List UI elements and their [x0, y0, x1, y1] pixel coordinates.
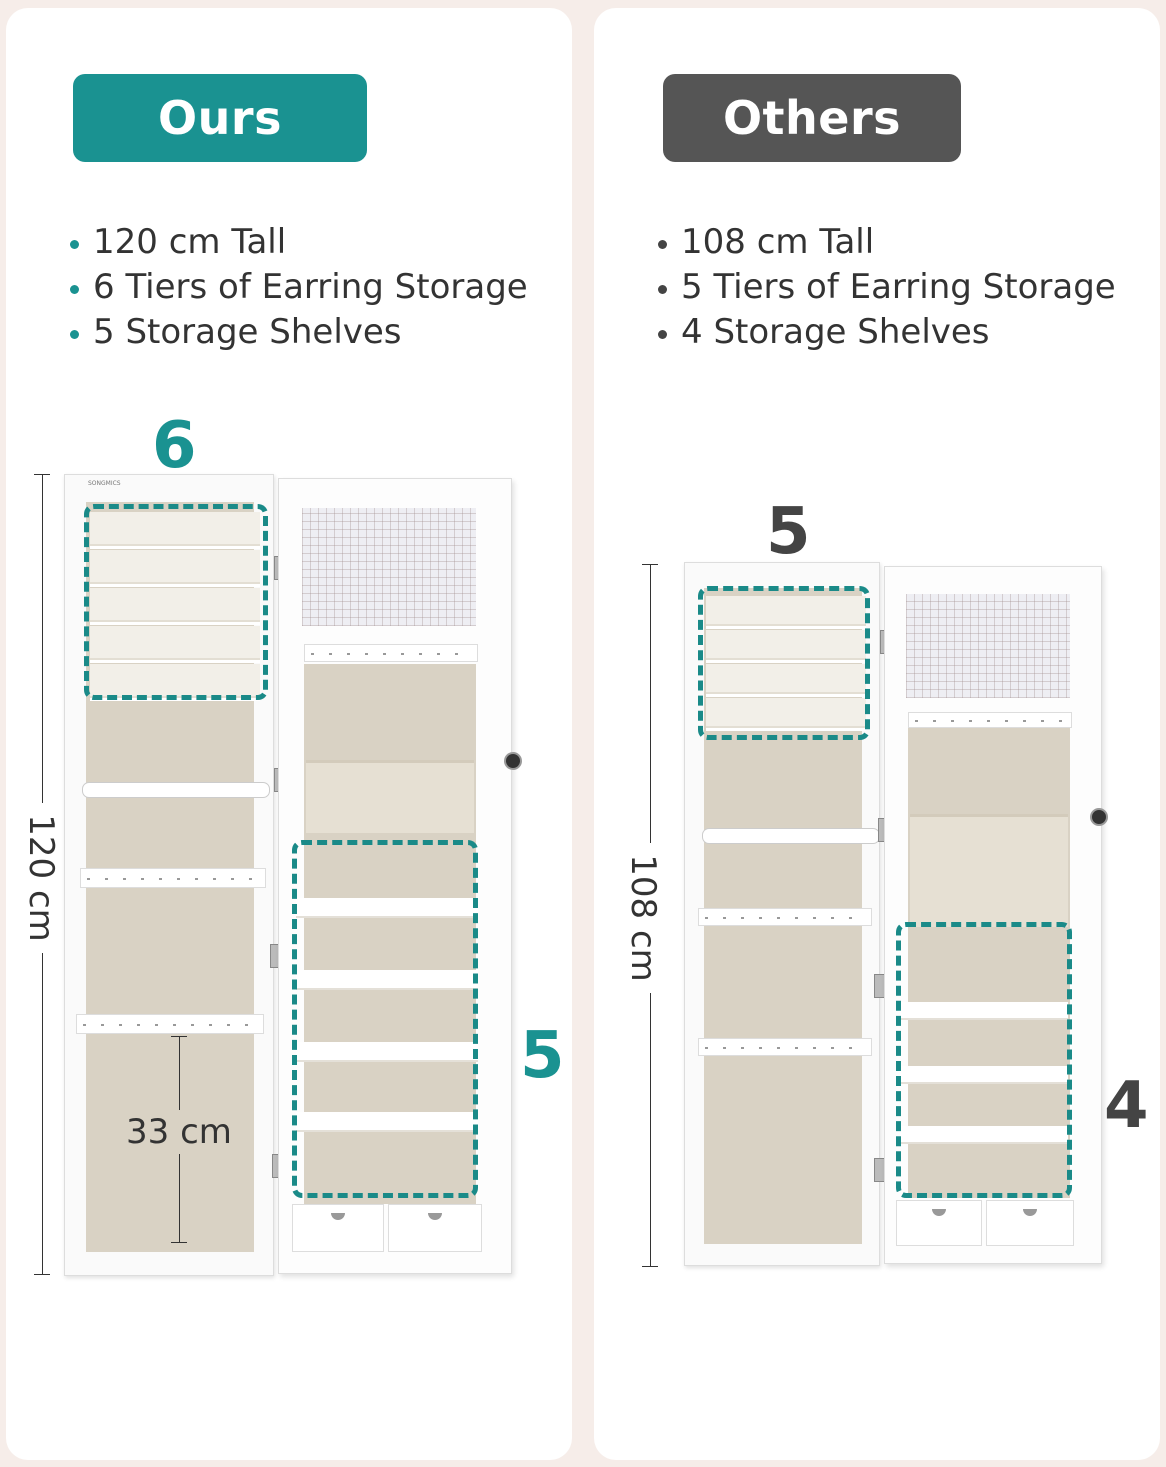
earring-tier — [90, 512, 260, 549]
hook-bar — [908, 712, 1072, 728]
drawer — [292, 1204, 384, 1252]
dimension-cap-bottom — [642, 1266, 658, 1267]
hook-bar — [80, 868, 266, 888]
brand-logo: SONGMICS — [88, 480, 121, 487]
list-item: 5 Storage Shelves — [70, 310, 528, 355]
ours-label-badge: Ours — [73, 74, 367, 162]
ours-shelf-count: 5 — [520, 1019, 565, 1093]
lock-icon — [1090, 808, 1108, 826]
ours-shelf-highlight — [292, 840, 478, 1198]
ours-label: Ours — [158, 91, 282, 145]
feature-text: 4 Storage Shelves — [681, 312, 990, 352]
feature-text: 5 Storage Shelves — [93, 312, 402, 352]
earring-tier — [706, 664, 866, 697]
earring-tier — [90, 550, 260, 587]
feature-text: 5 Tiers of Earring Storage — [681, 267, 1116, 307]
bullet-icon — [70, 285, 79, 294]
lock-icon — [504, 752, 522, 770]
led-panel — [302, 508, 476, 626]
hook-bar — [698, 1038, 872, 1056]
drawer — [388, 1204, 482, 1252]
feature-text: 6 Tiers of Earring Storage — [93, 267, 528, 307]
list-item: 4 Storage Shelves — [658, 310, 1116, 355]
hook-bar — [76, 1014, 264, 1034]
others-panel: Others 108 cm Tall 5 Tiers of Earring St… — [594, 8, 1160, 1460]
bullet-icon — [658, 330, 667, 339]
led-panel — [906, 594, 1070, 698]
others-shelf-highlight — [896, 922, 1072, 1198]
drawer — [986, 1200, 1074, 1246]
others-earring-tier-count: 5 — [766, 495, 811, 569]
necklace-rod — [702, 828, 880, 844]
storage-shelf — [296, 970, 478, 990]
others-feature-list: 108 cm Tall 5 Tiers of Earring Storage 4… — [658, 220, 1116, 355]
storage-shelf — [900, 1066, 1068, 1084]
body-back-panel — [908, 728, 1070, 1198]
segment-cap-bottom — [171, 1242, 187, 1243]
hook-bar — [698, 908, 872, 926]
earring-tier — [706, 630, 866, 663]
others-height-label: 108 cm — [617, 843, 669, 993]
others-earring-highlight — [698, 586, 870, 740]
bullet-icon — [70, 330, 79, 339]
others-label: Others — [722, 91, 902, 145]
ours-earring-tier-count: 6 — [152, 409, 197, 483]
others-label-badge: Others — [663, 74, 961, 162]
ours-feature-list: 120 cm Tall 6 Tiers of Earring Storage 5… — [70, 220, 528, 355]
list-item: 6 Tiers of Earring Storage — [70, 265, 528, 310]
list-item: 5 Tiers of Earring Storage — [658, 265, 1116, 310]
ours-height-label: 120 cm — [15, 803, 67, 953]
storage-shelf — [296, 898, 478, 918]
feature-text: 108 cm Tall — [681, 222, 875, 262]
earring-tier — [90, 626, 260, 663]
feature-text: 120 cm Tall — [93, 222, 287, 262]
storage-shelf — [296, 1112, 478, 1132]
bullet-icon — [658, 240, 667, 249]
storage-shelf — [900, 1002, 1068, 1020]
earring-tier — [706, 596, 866, 629]
ours-earring-highlight — [84, 504, 268, 700]
dimension-cap-bottom — [34, 1274, 50, 1275]
storage-shelf — [296, 1042, 478, 1062]
segment-cap-top — [171, 1036, 187, 1037]
earring-tier — [706, 698, 866, 731]
ours-panel: Ours 120 cm Tall 6 Tiers of Earring Stor… — [6, 8, 572, 1460]
storage-pouch — [910, 814, 1068, 927]
earring-tier — [90, 588, 260, 625]
necklace-rod — [82, 782, 270, 798]
others-shelf-count: 4 — [1104, 1069, 1149, 1143]
hook-bar — [304, 644, 478, 662]
list-item: 108 cm Tall — [658, 220, 1116, 265]
list-item: 120 cm Tall — [70, 220, 528, 265]
storage-shelf — [900, 1126, 1068, 1144]
drawer — [896, 1200, 982, 1246]
storage-pouch — [306, 760, 474, 833]
segment-measure-label: 33 cm — [124, 1110, 234, 1154]
bullet-icon — [70, 240, 79, 249]
bullet-icon — [658, 285, 667, 294]
